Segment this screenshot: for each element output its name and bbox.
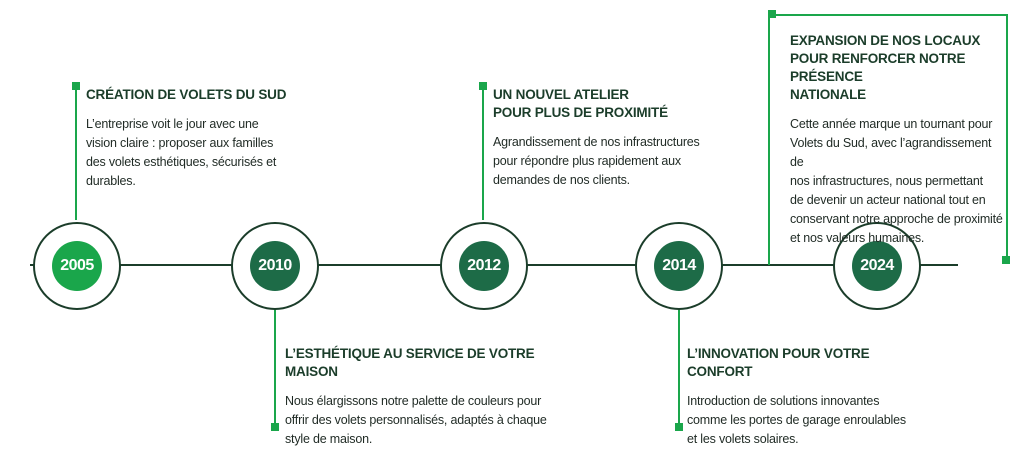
connector-2012 <box>482 86 484 220</box>
event-text-2010: Nous élargissons notre palette de couleu… <box>285 394 547 446</box>
frame-corner-bottom-right <box>1002 256 1010 264</box>
connector-end-2010 <box>271 423 279 431</box>
year-label-2014: 2014 <box>654 241 704 291</box>
year-node-2014: 2014 <box>635 222 723 310</box>
event-title-2024: EXPANSION DE NOS LOCAUX POUR RENFORCER N… <box>790 33 981 102</box>
event-card-2010: L’ESTHÉTIQUE AU SERVICE DE VOTRE MAISON … <box>285 345 585 449</box>
connector-2005 <box>75 86 77 220</box>
year-node-2012: 2012 <box>440 222 528 310</box>
highlight-frame-2024 <box>768 14 1008 261</box>
year-label-2005: 2005 <box>52 241 102 291</box>
connector-end-2012 <box>479 82 487 90</box>
highlight-frame-foot-2024 <box>768 258 770 265</box>
frame-corner-top-left <box>768 10 776 18</box>
connector-end-2005 <box>72 82 80 90</box>
event-card-2012: UN NOUVEL ATELIER POUR PLUS DE PROXIMITÉ… <box>493 86 733 190</box>
event-title-2010: L’ESTHÉTIQUE AU SERVICE DE VOTRE MAISON <box>285 346 535 379</box>
event-title-2012: UN NOUVEL ATELIER POUR PLUS DE PROXIMITÉ <box>493 87 668 120</box>
event-text-2024: Cette année marque un tournant pour Vole… <box>790 117 1003 245</box>
connector-end-2014 <box>675 423 683 431</box>
event-card-2014: L’INNOVATION POUR VOTRE CONFORT Introduc… <box>687 345 937 449</box>
year-node-2005: 2005 <box>33 222 121 310</box>
year-node-2024: 2024 <box>833 222 921 310</box>
year-node-2010: 2010 <box>231 222 319 310</box>
connector-2014 <box>678 308 680 428</box>
event-title-2005: CRÉATION DE VOLETS DU SUD <box>86 87 287 102</box>
event-card-2024: EXPANSION DE NOS LOCAUX POUR RENFORCER N… <box>790 32 1005 248</box>
event-title-2014: L’INNOVATION POUR VOTRE CONFORT <box>687 346 870 379</box>
event-text-2014: Introduction de solutions innovantes com… <box>687 394 906 446</box>
year-label-2010: 2010 <box>250 241 300 291</box>
year-label-2012: 2012 <box>459 241 509 291</box>
year-label-2024: 2024 <box>852 241 902 291</box>
event-card-2005: CRÉATION DE VOLETS DU SUD L’entreprise v… <box>86 86 306 191</box>
connector-2010 <box>274 308 276 428</box>
event-text-2012: Agrandissement de nos infrastructures po… <box>493 135 700 187</box>
event-text-2005: L’entreprise voit le jour avec une visio… <box>86 117 277 188</box>
